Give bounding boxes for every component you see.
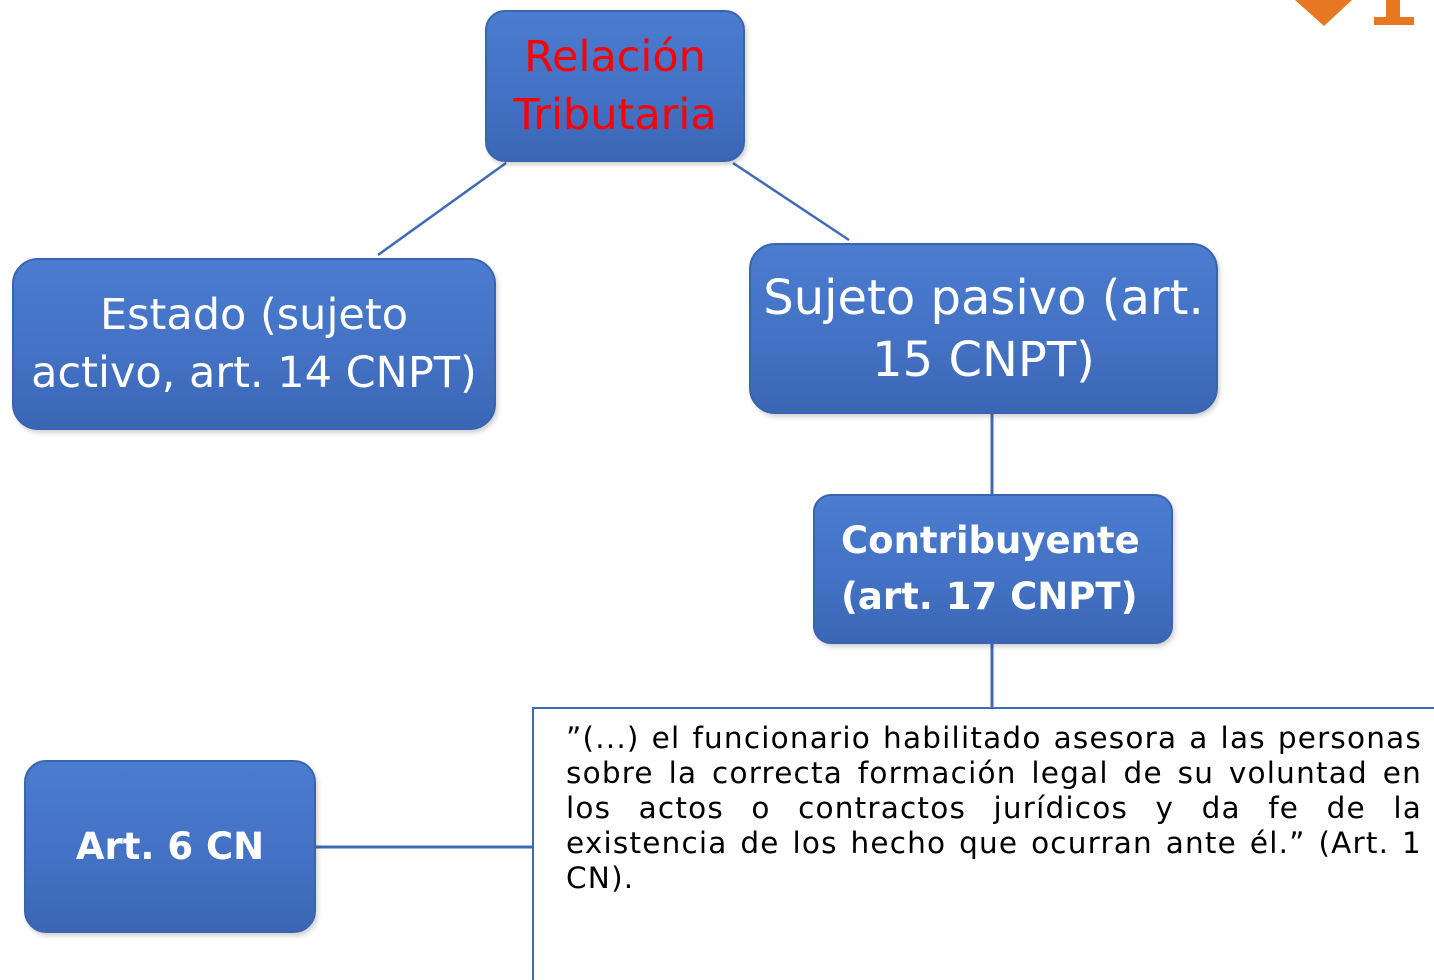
node-art6-cn: Art. 6 CN (24, 760, 316, 933)
node-contribuyente-line2: (art. 17 CNPT) (841, 575, 1138, 618)
node-relacion-line2: Tributaria (513, 90, 717, 140)
node-sujeto-pasivo: Sujeto pasivo (art. 15 CNPT) (749, 243, 1218, 414)
connector-relacion-estado (377, 161, 507, 257)
node-contribuyente: Contribuyente (art. 17 CNPT) (813, 494, 1173, 644)
node-art6-label: Art. 6 CN (75, 825, 265, 868)
node-sujeto-line1: Sujeto pasivo (art. (763, 269, 1204, 326)
node-estado: Estado (sujeto activo, art. 14 CNPT) (12, 258, 496, 430)
node-contribuyente-line1: Contribuyente (841, 519, 1140, 562)
node-estado-line1: Estado (sujeto (99, 290, 409, 340)
node-estado-line2: activo, art. 14 CNPT) (31, 348, 477, 398)
connector-relacion-sujeto (732, 161, 850, 242)
partial-logo-icon (1295, 0, 1414, 26)
quote-text: ”(...) el funcionario habilitado asesora… (566, 721, 1422, 895)
node-relacion-tributaria: Relación Tributaria (485, 10, 745, 162)
quote-box: ”(...) el funcionario habilitado asesora… (532, 707, 1434, 980)
node-relacion-line1: Relación (524, 32, 706, 82)
node-sujeto-line2: 15 CNPT) (872, 331, 1095, 388)
